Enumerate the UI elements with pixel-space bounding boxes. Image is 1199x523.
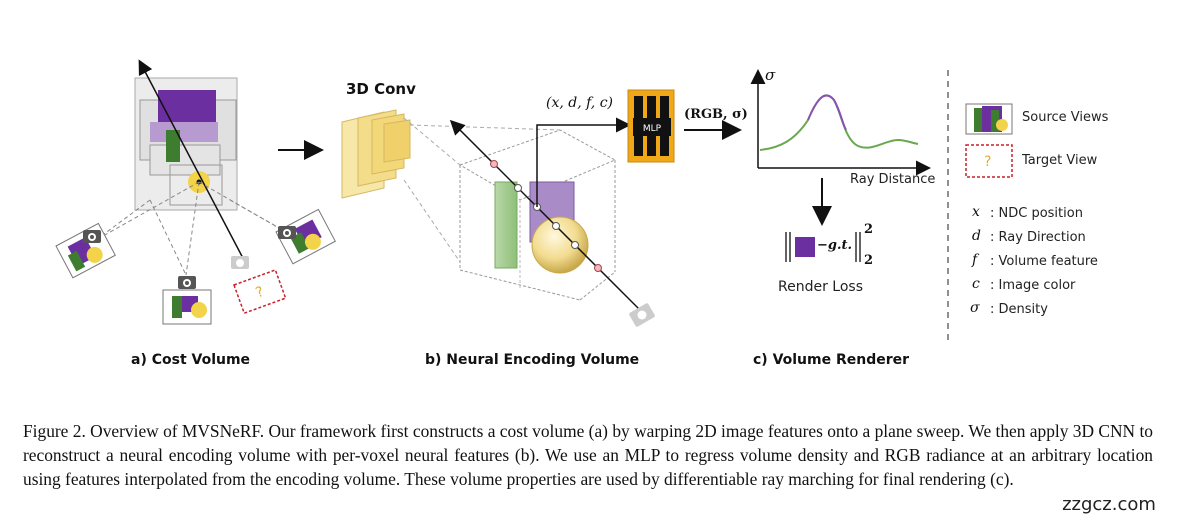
legend-target-view: Target View (1022, 153, 1098, 168)
legend-source-views: Source Views (1022, 110, 1109, 125)
figure: ? (55, 59, 1109, 368)
legend-text-x: : NDC position (990, 206, 1083, 221)
legend-text-sigma: : Density (990, 302, 1048, 317)
conv-label: 3D Conv (346, 80, 416, 98)
mlp-block (627, 89, 675, 163)
plot-y-label: σ (765, 66, 776, 84)
mlp-label: MLP (643, 124, 662, 134)
purple-block (158, 90, 216, 122)
green-block (166, 130, 180, 162)
conv-layers (341, 109, 411, 199)
encoding-volume (458, 129, 617, 301)
legend-text-c: : Image color (990, 278, 1076, 293)
conv-projection-lines (403, 117, 561, 263)
cost-volume-diagram: ? (55, 59, 336, 325)
watermark: zzgcz.com (1043, 489, 1175, 519)
loss-label: Render Loss (778, 279, 863, 295)
source-view-bottom (162, 289, 212, 325)
loss-superscript: 2 (864, 222, 874, 237)
legend-symbol-c: c (972, 276, 980, 292)
loss-formula (785, 232, 861, 262)
figure-caption: Figure 2. Overview of MVSNeRF. Our frame… (23, 421, 1153, 490)
camera-icon-light (231, 256, 249, 269)
camera-icon-light (629, 303, 655, 327)
panel-b-label: b) Neural Encoding Volume (425, 352, 640, 368)
mlp-input-label: (x, d, f, c) (546, 95, 614, 111)
target-view: ? (233, 268, 287, 315)
camera-icon (178, 276, 196, 289)
legend-symbol-x: x (972, 204, 980, 220)
panel-c-label: c) Volume Renderer (753, 352, 910, 368)
loss-gt: −g.t. (817, 238, 853, 253)
legend-text-d: : Ray Direction (990, 230, 1086, 245)
camera-icon (278, 226, 296, 239)
legend-symbol-d: d (972, 228, 981, 244)
legend-source-views-icon (965, 103, 1013, 135)
density-plot (750, 69, 931, 176)
ray-arrow-a (138, 59, 246, 263)
legend-text-f: : Volume feature (990, 254, 1098, 269)
legend-symbol-f: f (972, 252, 978, 268)
legend-target-view-icon: ? (965, 144, 1013, 178)
legend-symbol-sigma: σ (970, 300, 980, 316)
plot-x-label: Ray Distance (850, 172, 936, 187)
panel-a-label: a) Cost Volume (131, 352, 251, 368)
feature-to-mlp-arrow (536, 117, 631, 207)
legend-target-symbol: ? (984, 154, 991, 170)
purple-block-fade (150, 122, 218, 142)
ray-arrow-b (449, 119, 641, 311)
ray-samples (490, 160, 602, 272)
figure-graphics: ? (55, 59, 1013, 340)
sweep-plane-2 (149, 144, 221, 176)
loss-subscript: 2 (864, 253, 874, 268)
mlp-output-label: (RGB, σ) (684, 107, 748, 122)
source-view-right (275, 208, 336, 265)
camera-icon (83, 230, 101, 243)
frustum-lines (95, 181, 287, 276)
